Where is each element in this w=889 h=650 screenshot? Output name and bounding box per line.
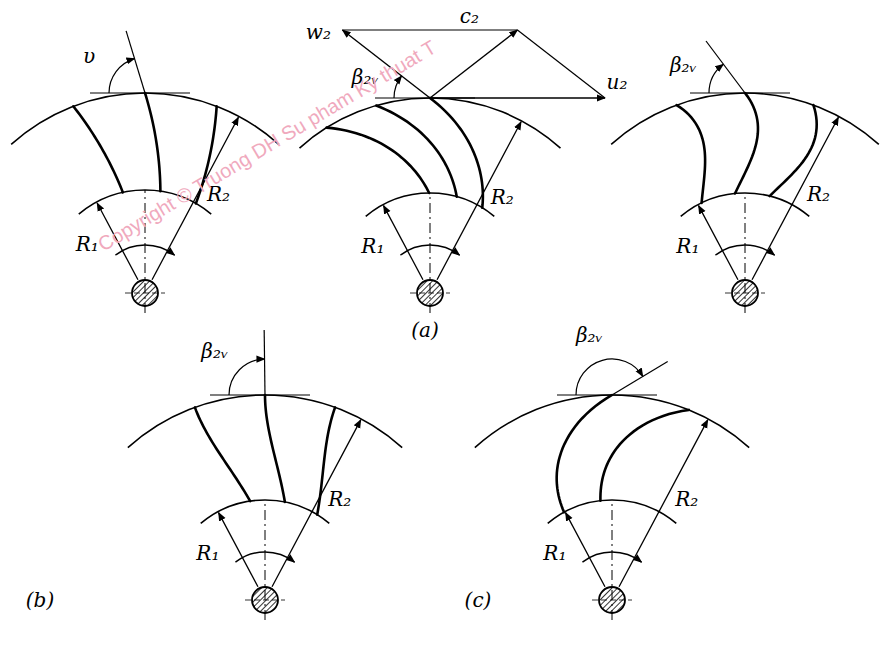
radius-arrow	[699, 206, 738, 280]
radius-arrow	[272, 420, 361, 587]
radius-label: R₂	[674, 489, 699, 510]
triangle-side	[517, 30, 605, 98]
radius-label: R₁	[195, 543, 220, 564]
watermark: Copyright © Truong DH Su pham Ky thuat T	[94, 36, 440, 257]
radius-arrow	[619, 420, 708, 587]
impeller-blade	[600, 410, 688, 501]
radius-arrow	[437, 122, 521, 280]
angle-label: β₂ᵥ	[200, 341, 229, 362]
blade-extension-line	[264, 330, 266, 395]
tangent-line	[690, 92, 790, 93]
outer-circle	[11, 93, 279, 144]
impeller-blade	[73, 106, 123, 192]
blade-extension-line	[126, 31, 145, 93]
angle-arc	[229, 359, 265, 395]
radius-arrow	[384, 206, 423, 280]
impeller-blade	[145, 93, 160, 191]
angle-label: β₂ᵥ	[575, 325, 604, 346]
figure-caption: (b)	[25, 590, 55, 611]
angle-arc	[576, 359, 643, 395]
impeller-blade	[430, 98, 483, 208]
angle-arc	[709, 64, 723, 93]
center-line	[265, 500, 266, 620]
impeller-blade	[376, 106, 457, 197]
tangent-line	[210, 394, 310, 395]
radius-arrow	[219, 513, 258, 587]
radius-arrow	[752, 117, 838, 279]
angle-label: β₂ᵥ	[669, 55, 698, 76]
angle-arc	[109, 59, 135, 93]
impeller-blade	[265, 395, 285, 502]
velocity-label: w₂	[305, 22, 332, 43]
center-line	[612, 500, 613, 620]
velocity-label: u₂	[606, 72, 629, 93]
impeller-blade	[770, 105, 817, 196]
blade-extension-line	[612, 361, 668, 395]
triangle-side	[342, 29, 517, 30]
outer-circle	[611, 93, 879, 144]
impeller-blade	[735, 93, 758, 194]
impeller-blade	[557, 395, 612, 512]
impeller-blade	[327, 128, 429, 193]
impeller-blade	[677, 105, 706, 203]
center-line	[430, 193, 431, 313]
angle-label: υ	[82, 46, 96, 67]
blade-extension-line	[706, 41, 745, 93]
radius-label: R₁	[542, 543, 567, 564]
radius-label: R₂	[490, 187, 515, 208]
figure-caption: (a)	[410, 320, 440, 341]
radius-label: R₁	[675, 236, 700, 257]
radius-arrow	[566, 513, 605, 587]
outer-circle	[475, 395, 749, 448]
center-line	[745, 193, 746, 313]
radius-label: R₁	[360, 236, 385, 257]
tangent-line	[557, 394, 657, 395]
absolute-velocity-vector	[430, 30, 517, 98]
radius-label: R₂	[806, 184, 831, 205]
peripheral-velocity-vector	[430, 97, 605, 98]
velocity-label: c₂	[459, 6, 480, 27]
impeller-blade	[195, 407, 250, 501]
figure-caption: (c)	[464, 590, 493, 611]
radius-label: R₂	[327, 489, 352, 510]
tangent-line	[90, 92, 190, 93]
